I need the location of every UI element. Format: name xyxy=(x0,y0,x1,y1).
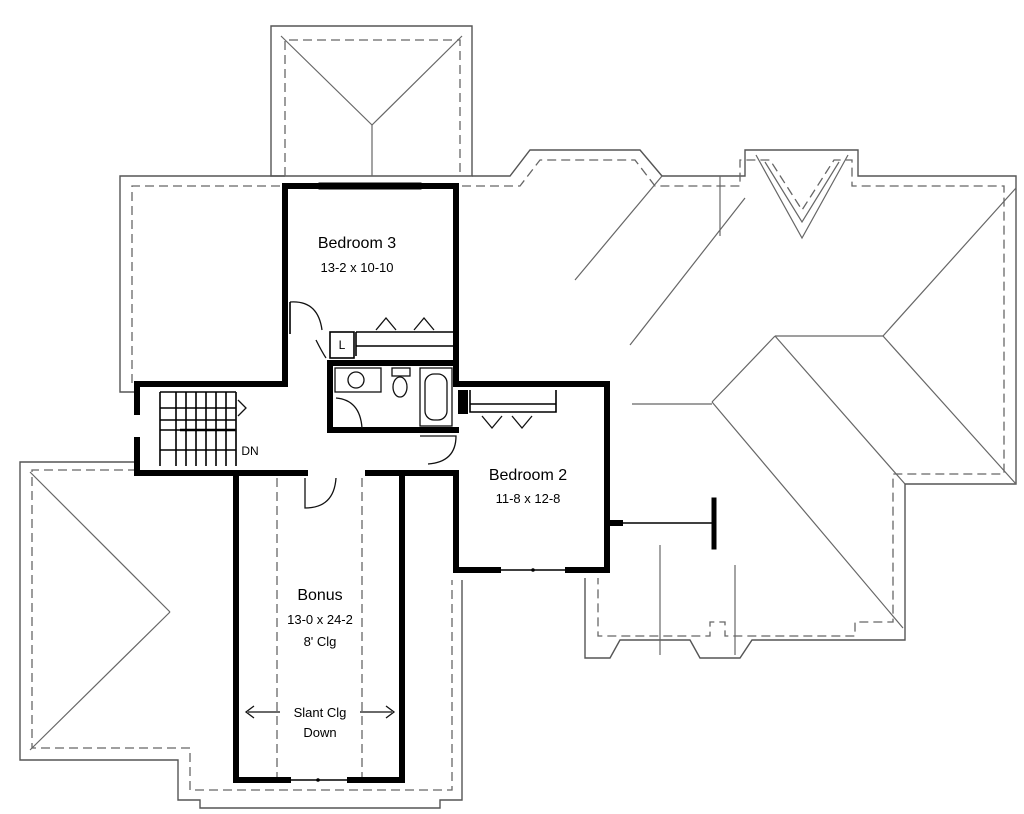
fixtures xyxy=(159,301,717,782)
bedroom2-name: Bedroom 2 xyxy=(489,467,567,484)
roof-ridges xyxy=(29,35,1017,751)
bedroom3-dims: 13-2 x 10-10 xyxy=(321,260,394,275)
bonus-name: Bonus xyxy=(297,587,342,604)
slant-ceiling-label: Slant Clg xyxy=(294,705,347,720)
walls xyxy=(134,182,623,783)
bonus-dims: 13-0 x 24-2 xyxy=(287,612,353,627)
room-labels: Bedroom 3 13-2 x 10-10 Bedroom 2 11-8 x … xyxy=(241,235,567,740)
slant-ceiling-down-label: Down xyxy=(303,725,336,740)
bedroom3-name: Bedroom 3 xyxy=(318,235,396,252)
linen-closet-label: L xyxy=(339,338,346,352)
roof-eaves-dashed xyxy=(31,39,1005,791)
bedroom2-dims: 11-8 x 12-8 xyxy=(496,491,561,506)
slant-ceiling-arrows xyxy=(244,705,396,719)
staircase xyxy=(159,391,247,466)
roof-outlines xyxy=(19,25,1017,809)
stairs-down-label: DN xyxy=(241,444,258,458)
bonus-ceiling: 8' Clg xyxy=(304,634,337,649)
